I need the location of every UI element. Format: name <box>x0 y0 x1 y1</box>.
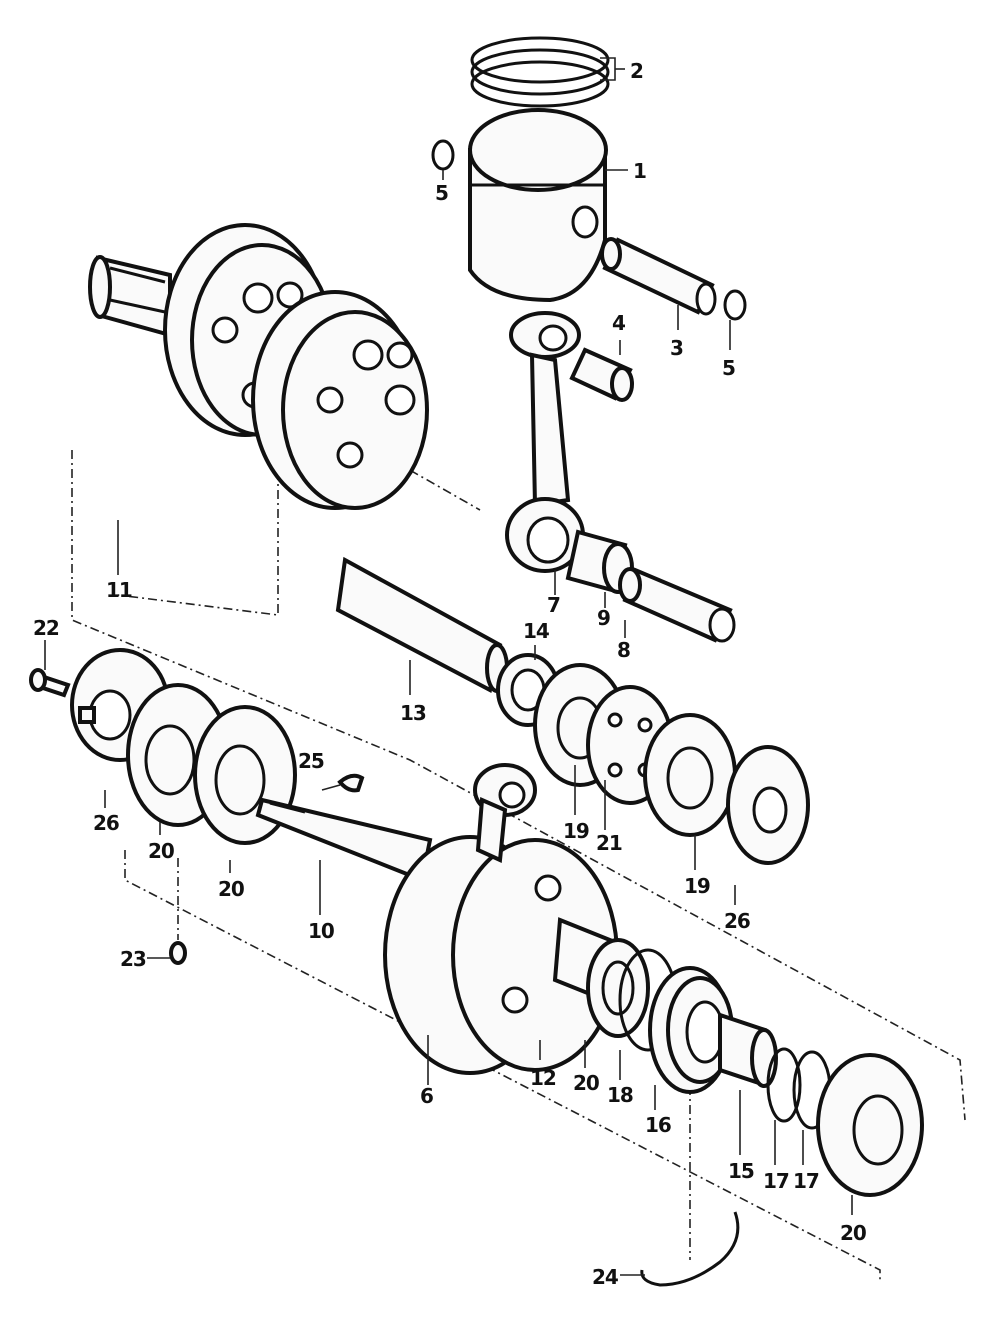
callout-18: 18 <box>607 1083 633 1107</box>
callout-7: 7 <box>547 593 560 617</box>
callout-26-left: 26 <box>93 811 119 835</box>
callout-20-left-2: 20 <box>218 877 244 901</box>
small-end-needle-bearing <box>569 347 634 402</box>
callout-15: 15 <box>728 1159 754 1183</box>
callout-20-center: 20 <box>573 1071 599 1095</box>
dowel-pin <box>169 941 187 965</box>
right-crankshaft-assembly <box>255 763 619 1075</box>
connecting-rod <box>505 311 585 573</box>
callout-24: 24 <box>592 1265 618 1289</box>
right-main-bearing-2 <box>643 713 737 837</box>
piston-pin-circlip-left <box>431 139 455 171</box>
callout-23: 23 <box>120 947 146 971</box>
callout-20-right: 20 <box>840 1221 866 1245</box>
callout-22: 22 <box>33 616 59 640</box>
circlip-inner <box>766 1047 802 1123</box>
stopper-bolt <box>29 668 71 698</box>
callout-6: 6 <box>420 1084 433 1108</box>
callout-5-right: 5 <box>722 356 735 380</box>
big-end-needle-bearing <box>565 529 634 594</box>
piston <box>468 108 608 303</box>
callout-16: 16 <box>645 1113 671 1137</box>
wire-clip <box>640 1211 740 1287</box>
callout-17-outer: 17 <box>793 1169 819 1193</box>
callout-17-inner: 17 <box>763 1169 789 1193</box>
piston-pin <box>600 237 717 316</box>
callout-12: 12 <box>530 1066 556 1090</box>
callout-2: 2 <box>630 59 643 83</box>
callout-labels: 1 2 3 4 5 5 6 7 8 9 10 11 12 13 14 15 16… <box>33 59 867 1289</box>
callout-8: 8 <box>617 638 630 662</box>
right-oil-seal <box>726 745 810 865</box>
left-crankshaft-assembly <box>88 223 509 693</box>
right-end-bearing <box>816 1053 924 1197</box>
callout-4: 4 <box>612 311 625 335</box>
crank-pin <box>618 567 736 643</box>
piston-rings <box>470 36 610 108</box>
callout-10: 10 <box>308 919 334 943</box>
callout-25: 25 <box>298 749 324 773</box>
callout-21: 21 <box>596 831 622 855</box>
center-bearing <box>586 938 650 1038</box>
callout-1: 1 <box>633 159 646 183</box>
woodruff-key <box>337 773 365 793</box>
piston-pin-circlip-right <box>723 289 747 321</box>
leader-lines <box>44 57 853 1276</box>
callout-26-right: 26 <box>724 909 750 933</box>
callout-11: 11 <box>106 578 132 602</box>
callout-3: 3 <box>670 336 683 360</box>
callout-19-lower: 19 <box>684 874 710 898</box>
callout-5-left: 5 <box>435 181 448 205</box>
callout-9: 9 <box>597 606 610 630</box>
callout-13: 13 <box>400 701 426 725</box>
callout-19-upper: 19 <box>563 819 589 843</box>
callout-20-left-1: 20 <box>148 839 174 863</box>
callout-14: 14 <box>523 619 549 643</box>
